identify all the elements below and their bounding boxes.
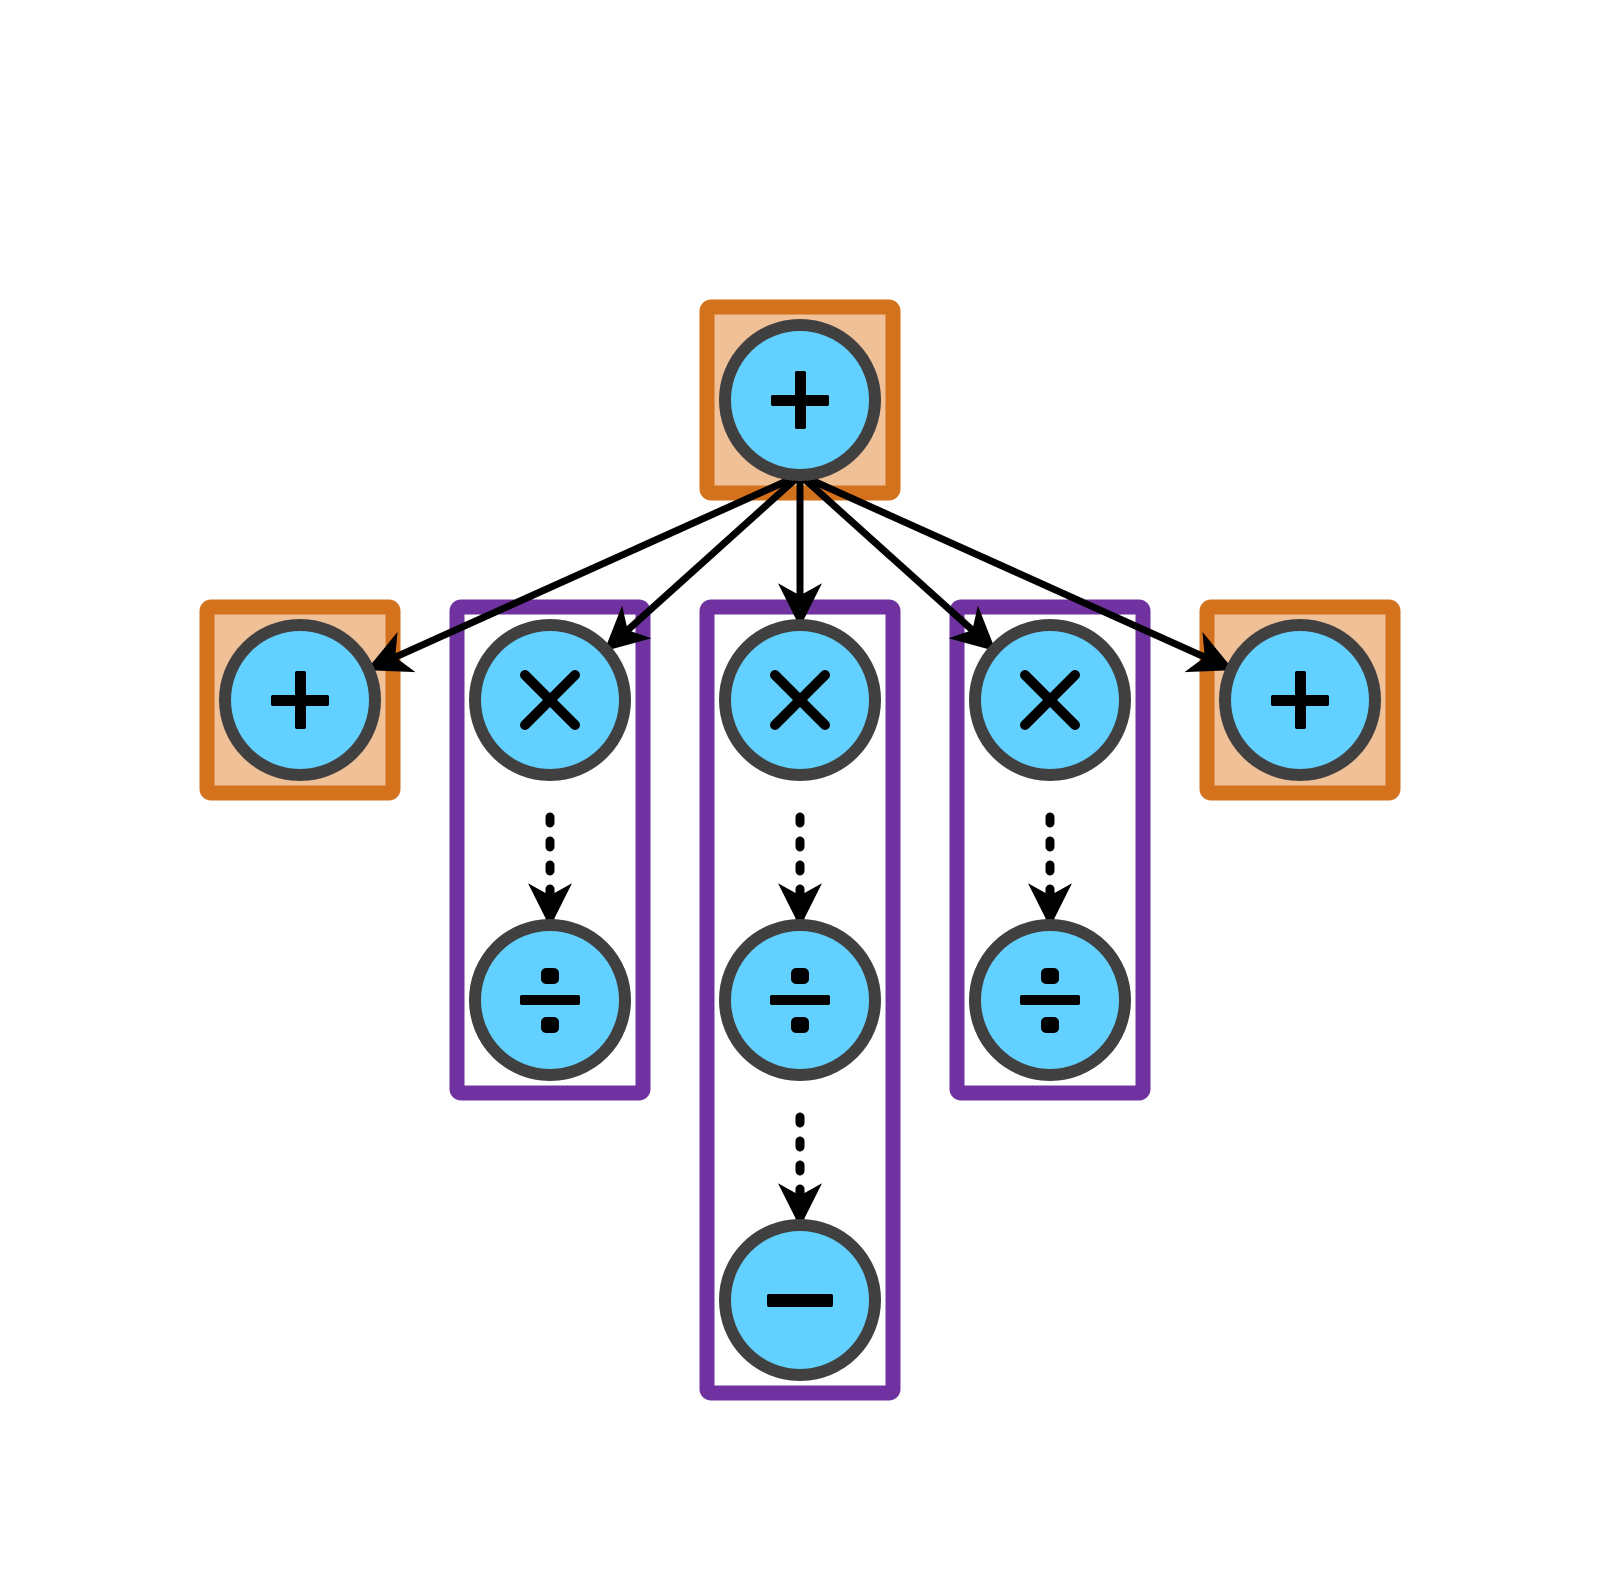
node-col1-divide (469, 919, 631, 1081)
node-col2-times (719, 619, 881, 781)
node-left-plus (219, 619, 381, 781)
times-icon (520, 670, 580, 730)
col3-box (949, 599, 1151, 1101)
edge-root-to-left-plus (364, 471, 804, 673)
times-icon (770, 670, 830, 730)
divide-icon (520, 968, 580, 1033)
node-col3-times (969, 619, 1131, 781)
plus-icon (1271, 671, 1329, 729)
plus-icon (771, 371, 829, 429)
plus-icon (271, 671, 329, 729)
col1-box (449, 599, 651, 1101)
divide-icon (1020, 968, 1080, 1033)
divide-icon (770, 968, 830, 1033)
edge-root-to-col1-times (602, 471, 804, 654)
node-col2-divide (719, 919, 881, 1081)
times-icon (1020, 670, 1080, 730)
node-right-plus (1219, 619, 1381, 781)
edges (364, 471, 1236, 1230)
node-root (719, 319, 881, 481)
edge-root-to-right-plus (796, 471, 1236, 673)
node-col3-divide (969, 919, 1131, 1081)
node-col1-times (469, 619, 631, 781)
minus-icon (767, 1294, 833, 1307)
node-col2-minus (719, 1219, 881, 1381)
edge-root-to-col3-times (796, 471, 998, 654)
nodes (219, 319, 1381, 1381)
